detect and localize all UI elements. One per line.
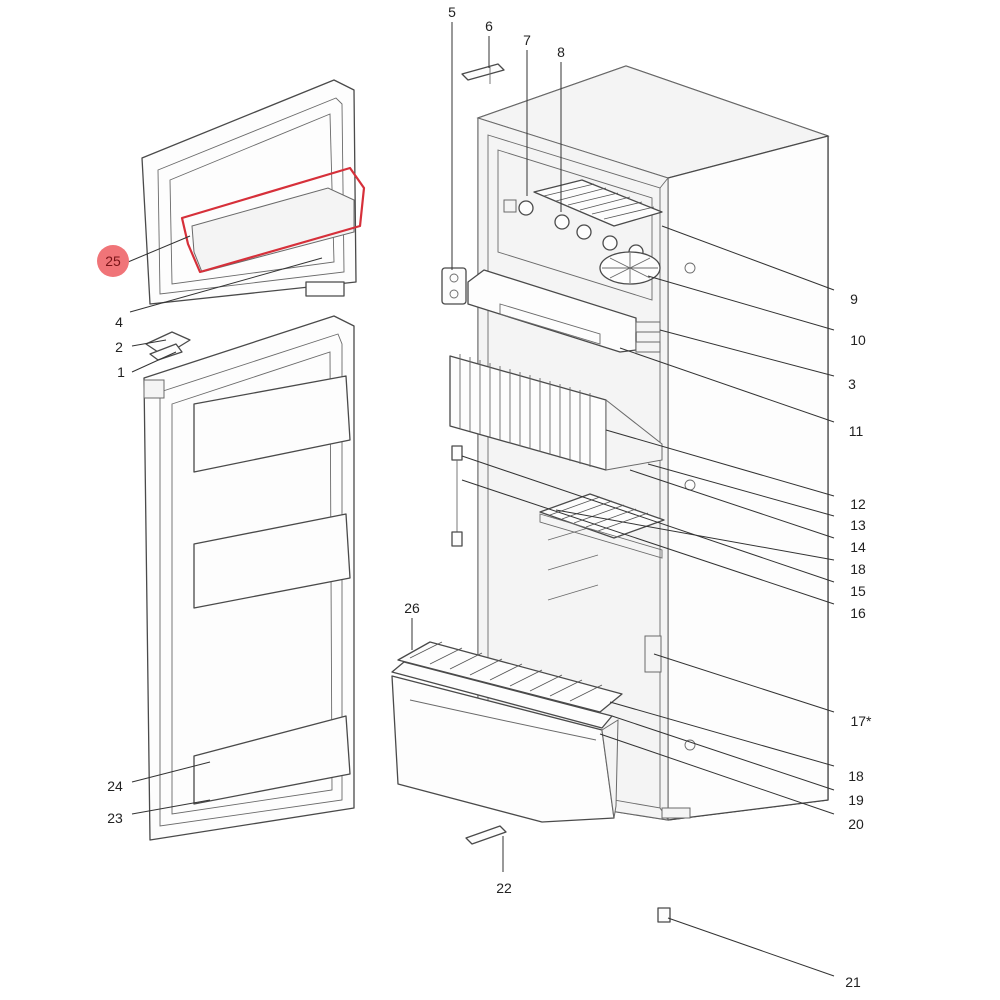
part-label-13: 13 [850,517,866,533]
part-label-5: 5 [448,4,456,20]
part-label-12: 12 [850,496,866,512]
hinge-6 [461,63,505,84]
hinge-5 [441,267,467,305]
part-label-18-upper: 18 [850,561,866,577]
freezer-shelf-9 [533,179,663,227]
part-21 [657,907,671,923]
door-shelf-25 [180,166,366,274]
part-label-24: 24 [107,778,123,794]
part-label-15: 15 [850,583,866,599]
highlighted-part-badge-25: 25 [97,245,129,277]
part-label-18-lower: 18 [848,768,864,784]
part-label-7: 7 [523,32,531,48]
hinge-1-2 [145,331,191,361]
part-label-11: 11 [848,423,864,439]
drip-tray-11 [467,269,661,353]
part-label-10: 10 [850,332,866,348]
part-label-6: 6 [485,18,493,34]
part-label-21: 21 [845,974,861,990]
crisper-drawer [391,641,623,823]
fan-10 [599,251,661,285]
fridge-door [143,315,355,841]
part-label-2: 2 [115,339,123,355]
part-label-8: 8 [557,44,565,60]
evaporator-12 [449,354,663,471]
part-label-20: 20 [848,816,864,832]
part-label-16: 16 [850,605,866,621]
leader-lines [127,22,835,977]
part-label-26: 26 [404,600,420,616]
part-label-19: 19 [848,792,864,808]
part-label-23: 23 [107,810,123,826]
part-label-3: 3 [848,376,856,392]
part-label-17: 17* [850,713,872,729]
part-label-9: 9 [850,291,858,307]
part-label-4: 4 [115,314,123,330]
part-22 [465,825,507,845]
part-label-1: 1 [117,364,125,380]
part-label-22: 22 [496,880,512,896]
part-label-14: 14 [850,539,866,555]
door-chain [451,445,463,547]
